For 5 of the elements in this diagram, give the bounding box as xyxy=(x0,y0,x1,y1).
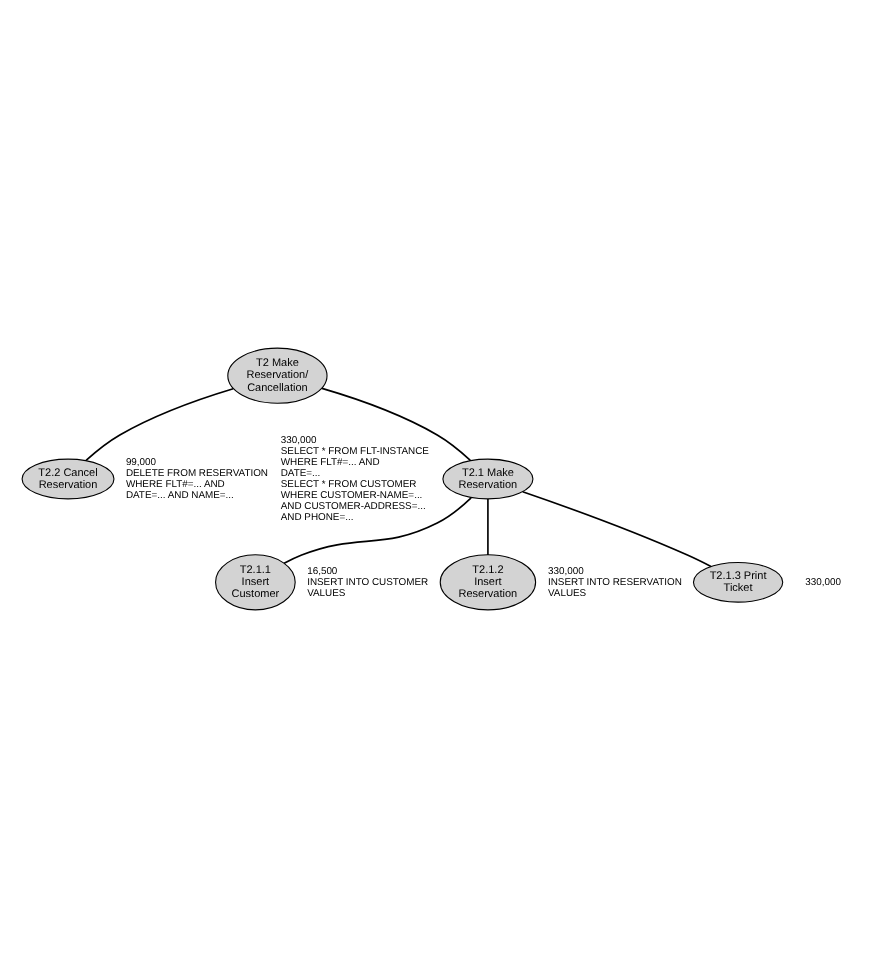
connector xyxy=(85,387,234,462)
connector xyxy=(321,387,472,462)
connector xyxy=(521,490,712,568)
connector xyxy=(487,498,489,556)
connector xyxy=(283,497,472,565)
